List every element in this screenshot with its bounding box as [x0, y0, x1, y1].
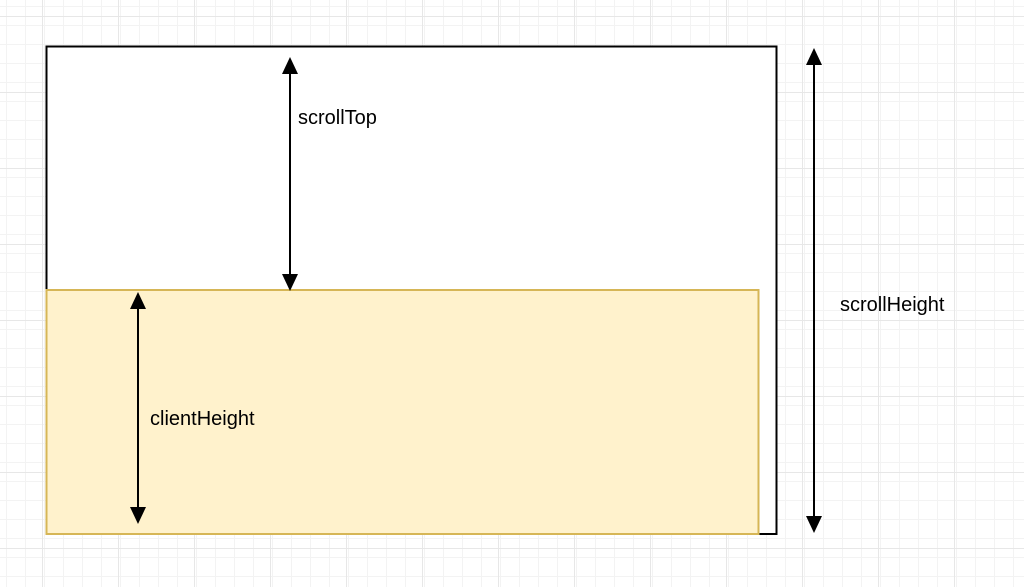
scrollheight-label: scrollHeight [840, 294, 945, 316]
scrolltop-arrow [282, 57, 298, 291]
arrow-up-icon [282, 57, 298, 74]
arrow-up-icon [130, 292, 146, 309]
arrow-down-icon [806, 516, 822, 533]
scrolltop-label: scrollTop [298, 107, 377, 129]
clientheight-arrow [130, 292, 146, 524]
client-viewport-box [45, 289, 760, 535]
arrow-down-icon [130, 507, 146, 524]
arrow-down-icon [282, 274, 298, 291]
scrollheight-arrow [806, 48, 822, 533]
clientheight-label: clientHeight [150, 408, 255, 430]
arrow-up-icon [806, 48, 822, 65]
